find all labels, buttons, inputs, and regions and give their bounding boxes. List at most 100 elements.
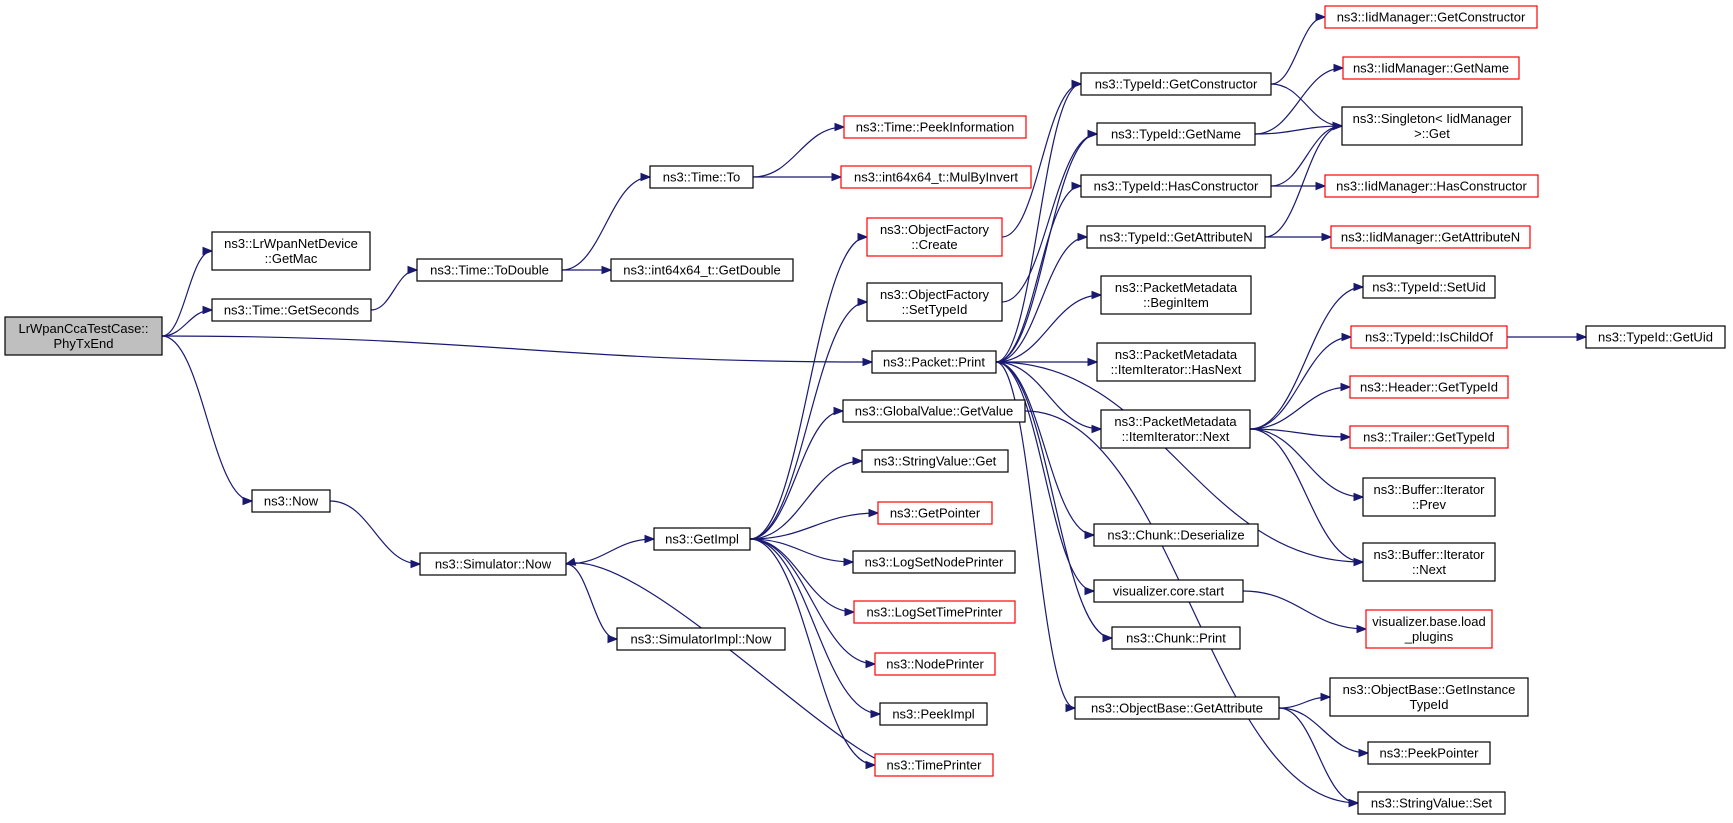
arrowhead-icon — [202, 305, 214, 315]
arrowhead-icon — [844, 607, 856, 617]
node-label: ns3::ObjectBase::GetAttribute — [1091, 701, 1263, 716]
arrowhead-icon — [1356, 624, 1368, 634]
node-tidsetuid[interactable]: ns3::TypeId::SetUid — [1362, 275, 1496, 299]
node-bufnext[interactable]: ns3::Buffer::Iterator::Next — [1362, 542, 1496, 582]
arrowhead-icon — [1071, 181, 1083, 191]
edge-ofsettypeid-to-tidgetname — [1001, 133, 1098, 303]
edge-getseconds-to-todouble — [370, 269, 418, 311]
node-tidischildof[interactable]: ns3::TypeId::IsChildOf — [1350, 325, 1508, 349]
node-root[interactable]: LrWpanCcaTestCase::PhyTxEnd — [4, 316, 163, 356]
node-box — [874, 753, 994, 777]
node-singleton[interactable]: ns3::Singleton< IidManager >::Get — [1341, 106, 1523, 146]
node-bufprev[interactable]: ns3::Buffer::Iterator::Prev — [1362, 477, 1496, 517]
edge-getimpl-to-nodeprinter — [749, 538, 876, 665]
node-ofsettypeid[interactable]: ns3::ObjectFactory::SetTypeId — [866, 282, 1003, 322]
edge-pmnext-to-bufprev — [1249, 428, 1364, 498]
node-svset[interactable]: ns3::StringValue::Set — [1357, 791, 1506, 815]
edge-tidgetattrn-to-singleton — [1264, 125, 1343, 238]
node-pmbeginitem[interactable]: ns3::PacketMetadata::BeginItem — [1100, 275, 1252, 315]
node-trlgettid[interactable]: ns3::Trailer::GetTypeId — [1349, 425, 1509, 449]
arrowhead-icon — [1341, 332, 1353, 342]
node-chunkdeser[interactable]: ns3::Chunk::Deserialize — [1093, 523, 1259, 547]
node-ofcreate[interactable]: ns3::ObjectFactory::Create — [866, 217, 1003, 257]
node-label: ::ItemIterator::Next — [1122, 429, 1230, 444]
node-iidhasctor[interactable]: ns3::IidManager::HasConstructor — [1324, 174, 1539, 198]
node-vizstart[interactable]: visualizer.core.start — [1093, 579, 1244, 603]
node-getmac[interactable]: ns3::LrWpanNetDevice::GetMac — [211, 231, 371, 271]
node-peekimpl[interactable]: ns3::PeekImpl — [879, 702, 988, 726]
node-obgetattr[interactable]: ns3::ObjectBase::GetAttribute — [1074, 696, 1280, 720]
edge-root-to-pktprint — [161, 335, 873, 363]
node-label: ns3::Chunk::Deserialize — [1107, 528, 1244, 543]
arrowhead-icon — [1348, 798, 1360, 808]
arrowhead-icon — [1340, 432, 1352, 442]
edge-tidhasctor-to-singleton — [1270, 125, 1343, 187]
node-pktprint[interactable]: ns3::Packet::Print — [871, 350, 997, 374]
node-label: ns3::NodePrinter — [886, 657, 984, 672]
node-label: ns3::Singleton< IidManager — [1353, 111, 1512, 126]
node-pmnext[interactable]: ns3::PacketMetadata::ItemIterator::Next — [1100, 409, 1251, 449]
edge-pktprint-to-tidgetattrn — [995, 236, 1088, 363]
node-box — [251, 489, 331, 513]
node-timeto[interactable]: ns3::Time::To — [649, 165, 754, 189]
node-tidgetctor[interactable]: ns3::TypeId::GetConstructor — [1080, 72, 1272, 96]
node-box — [1362, 477, 1496, 517]
node-gvgetvalue[interactable]: ns3::GlobalValue::GetValue — [842, 399, 1026, 423]
node-hdrgettid[interactable]: ns3::Header::GetTypeId — [1349, 375, 1509, 399]
node-label: ns3::IidManager::GetAttributeN — [1341, 230, 1520, 245]
node-label: ns3::Time::PeekInformation — [856, 120, 1014, 135]
edge-pktprint-to-chunkprint — [995, 361, 1113, 639]
arrowhead-icon — [564, 557, 577, 566]
edge-pktprint-to-obgetattr — [995, 361, 1076, 709]
node-box — [1324, 174, 1539, 198]
arrowhead-icon — [1315, 12, 1327, 22]
node-iidgetctor[interactable]: ns3::IidManager::GetConstructor — [1324, 5, 1538, 29]
node-tidhasctor[interactable]: ns3::TypeId::HasConstructor — [1080, 174, 1272, 198]
node-iidgetattrn[interactable]: ns3::IidManager::GetAttributeN — [1330, 225, 1531, 249]
edge-timeprinter-to-simnow — [565, 562, 911, 768]
node-vizload[interactable]: visualizer.base.load_plugins — [1365, 609, 1493, 649]
node-timeprinter[interactable]: ns3::TimePrinter — [874, 753, 994, 777]
arrowhead-icon — [865, 659, 877, 669]
arrowhead-icon — [601, 265, 613, 275]
node-box — [879, 702, 988, 726]
node-getseconds[interactable]: ns3::Time::GetSeconds — [211, 298, 372, 322]
node-label: ::BeginItem — [1143, 295, 1209, 310]
node-todouble[interactable]: ns3::Time::ToDouble — [416, 258, 563, 282]
node-peekpointer[interactable]: ns3::PeekPointer — [1367, 741, 1491, 765]
node-getdouble[interactable]: ns3::int64x64_t::GetDouble — [610, 258, 794, 282]
node-iidgetname[interactable]: ns3::IidManager::GetName — [1342, 56, 1520, 80]
node-logsettime[interactable]: ns3::LogSetTimePrinter — [853, 600, 1016, 624]
node-tidgetuid[interactable]: ns3::TypeId::GetUid — [1585, 325, 1726, 349]
edge-getimpl-to-gvgetvalue — [749, 410, 844, 540]
node-label: ns3::GetImpl — [665, 532, 739, 547]
node-label: ns3::PacketMetadata — [1115, 280, 1238, 295]
node-peekinfo[interactable]: ns3::Time::PeekInformation — [843, 115, 1027, 139]
node-simimplnow[interactable]: ns3::SimulatorImpl::Now — [616, 627, 786, 651]
node-simnow[interactable]: ns3::Simulator::Now — [419, 552, 567, 576]
node-tidgetname[interactable]: ns3::TypeId::GetName — [1096, 122, 1256, 146]
node-svget[interactable]: ns3::StringValue::Get — [861, 449, 1009, 473]
node-tidgetattrn[interactable]: ns3::TypeId::GetAttributeN — [1086, 225, 1266, 249]
node-label: ns3::GetPointer — [890, 506, 981, 521]
node-box — [416, 258, 563, 282]
node-logsetnode[interactable]: ns3::LogSetNodePrinter — [852, 550, 1016, 574]
node-label: ns3::Buffer::Iterator — [1373, 547, 1485, 562]
node-getpointer[interactable]: ns3::GetPointer — [877, 501, 993, 525]
edge-layer — [161, 12, 1588, 808]
arrowhead-icon — [202, 246, 214, 256]
node-nodeprinter[interactable]: ns3::NodePrinter — [874, 652, 996, 676]
node-label: ns3::LogSetTimePrinter — [866, 605, 1003, 620]
arrowhead-icon — [831, 172, 843, 182]
node-box — [649, 165, 754, 189]
node-now[interactable]: ns3::Now — [251, 489, 331, 513]
node-pmhasnext[interactable]: ns3::PacketMetadata::ItemIterator::HasNe… — [1096, 342, 1256, 382]
arrowhead-icon — [1087, 357, 1099, 367]
node-mulbyinvert[interactable]: ns3::int64x64_t::MulByInvert — [840, 165, 1032, 189]
node-getimpl[interactable]: ns3::GetImpl — [653, 527, 751, 551]
node-box — [616, 627, 786, 651]
node-chunkprint[interactable]: ns3::Chunk::Print — [1111, 626, 1241, 650]
node-label: ns3::Time::GetSeconds — [224, 303, 360, 318]
node-box — [1330, 225, 1531, 249]
